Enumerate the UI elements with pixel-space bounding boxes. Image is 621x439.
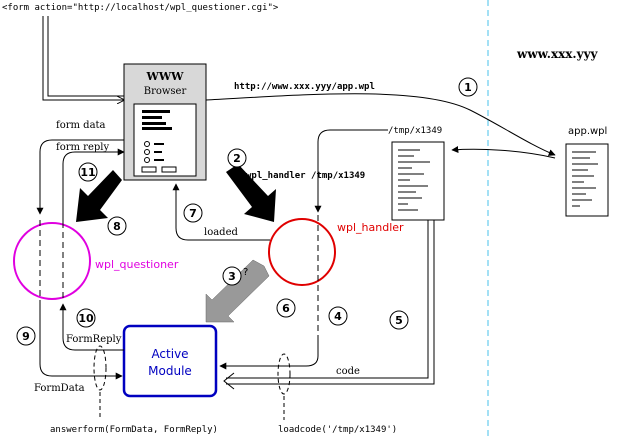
svg-text:1: 1 xyxy=(464,81,472,94)
svg-text:10: 10 xyxy=(78,312,94,325)
step-5-marker: 5 xyxy=(389,310,409,330)
svg-text:2: 2 xyxy=(233,152,241,165)
step-8-marker: 8 xyxy=(107,216,127,236)
active-module-box xyxy=(122,324,218,398)
svg-text:8: 8 xyxy=(113,220,121,233)
active-module-line2: Module xyxy=(148,364,192,378)
loaded-arrow xyxy=(172,183,270,241)
handler-command-label: wpl_handler /tmp/x1349 xyxy=(246,171,365,181)
code-arrowhead xyxy=(223,372,235,390)
wpl-handler-label: wpl_handler xyxy=(337,221,404,234)
svg-text:4: 4 xyxy=(334,310,342,323)
svg-text:7: 7 xyxy=(189,207,197,220)
browser-title: WWW xyxy=(145,70,184,83)
app-url-label: http://www.xxx.yyy/app.wpl xyxy=(234,82,375,92)
domain-label: www.xxx.yyy xyxy=(516,47,599,61)
step-11-marker: 11 xyxy=(78,162,98,182)
answerform-label: answerform(FormData, FormReply) xyxy=(50,425,218,435)
step-3-marker: 3 ? xyxy=(222,266,248,286)
form-reply-arrow-in xyxy=(62,148,125,222)
form-data-arrow xyxy=(42,16,124,100)
step-6-marker: 6 xyxy=(276,298,296,318)
browser-page xyxy=(133,103,197,177)
step-1-marker: 1 xyxy=(458,77,478,97)
svg-text:11: 11 xyxy=(80,166,95,179)
code-label: code xyxy=(336,366,360,377)
form-data-label: form data xyxy=(56,120,106,131)
step-8-big-arrow xyxy=(76,170,122,222)
tmp-path-arrow xyxy=(314,129,388,213)
wpl-questioner-process xyxy=(13,222,91,300)
answerform-ellipse xyxy=(93,345,107,391)
wpl-questioner-label: wpl_questioner xyxy=(95,258,179,271)
step-2-marker: 2 xyxy=(227,148,247,168)
step-4-arrow xyxy=(219,340,319,370)
step-10-marker: 10 xyxy=(76,308,96,328)
browser-subtitle: Browser xyxy=(144,86,187,97)
code-arrow-inner xyxy=(226,220,429,379)
loaded-label: loaded xyxy=(204,227,239,238)
svg-text:9: 9 xyxy=(22,330,30,343)
form-reply-arrow-out xyxy=(36,139,124,215)
loadcode-ellipse xyxy=(277,353,291,395)
loadcode-label: loadcode('/tmp/x1349') xyxy=(278,425,397,435)
step-9-marker: 9 xyxy=(16,326,36,346)
form-data-arrow-outer xyxy=(47,16,124,97)
form-action-label: <form action="http://localhost/wpl_quest… xyxy=(2,3,279,13)
tmp-file-document xyxy=(391,141,445,221)
active-module-line1: Active xyxy=(151,347,188,361)
wpl-handler-process xyxy=(268,218,336,286)
form-reply-param-label: FormReply xyxy=(66,334,122,345)
svg-text:3: 3 xyxy=(228,270,236,283)
form-reply-label: form reply xyxy=(56,142,109,153)
copy-arrow xyxy=(451,146,556,159)
svg-text:?: ? xyxy=(243,267,248,278)
form-reply-to-questioner-arrow xyxy=(59,303,124,351)
step-2-big-arrow xyxy=(226,164,276,222)
step-4-marker: 4 xyxy=(328,306,348,326)
app-file-label: app.wpl xyxy=(568,126,607,137)
tmp-file-label: /tmp/x1349 xyxy=(388,126,442,136)
svg-text:5: 5 xyxy=(395,314,403,327)
app-request-arrow xyxy=(205,93,556,156)
form-data-to-module-arrow xyxy=(39,300,123,380)
step-7-marker: 7 xyxy=(183,203,203,223)
app-file-document xyxy=(565,143,609,217)
browser-window: WWW Browser xyxy=(123,63,207,181)
svg-text:6: 6 xyxy=(282,302,290,315)
code-arrow-outer xyxy=(226,220,435,385)
form-data-param-label: FormData xyxy=(34,383,85,394)
